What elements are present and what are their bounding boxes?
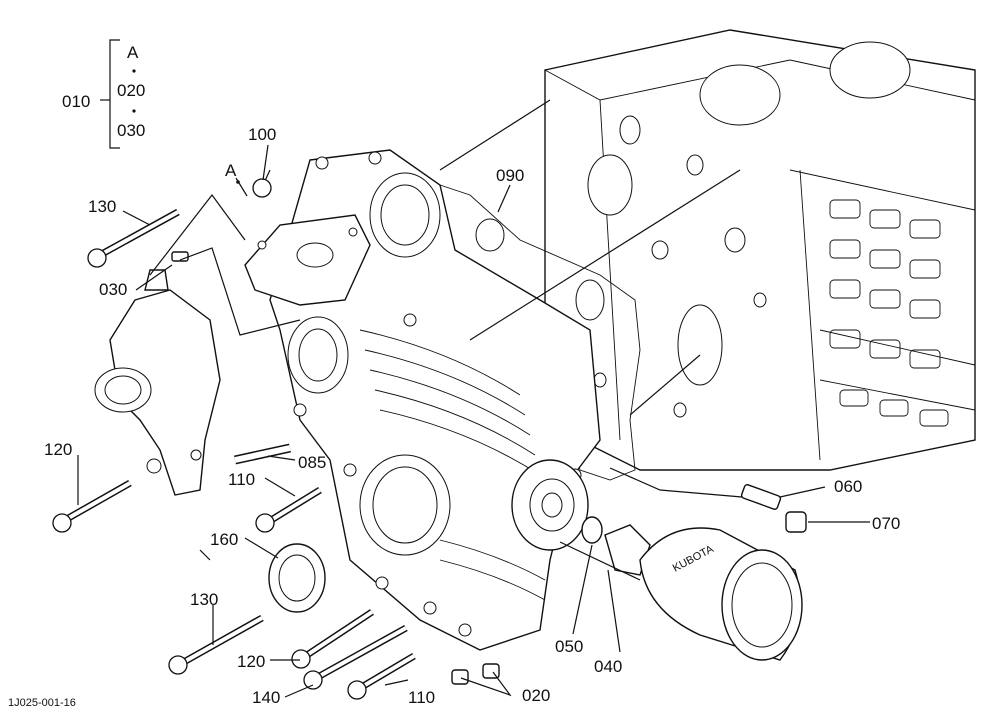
callout-120-upper: 120 <box>44 440 72 459</box>
callout-120-lower: 120 <box>237 652 265 671</box>
bolts <box>52 169 500 700</box>
callout-160: 160 <box>210 530 238 549</box>
callout-a: A <box>225 161 237 180</box>
callout-130-upper: 130 <box>88 197 116 216</box>
callout-060: 060 <box>834 477 862 496</box>
callout-100: 100 <box>248 125 276 144</box>
callout-030: 030 <box>99 280 127 299</box>
assembly-bracket: 010 A 020 030 <box>62 39 145 149</box>
callout-130-lower: 130 <box>190 590 218 609</box>
drawing-code: 1J025-001-16 <box>8 697 76 709</box>
bracket-parent-label: 010 <box>62 92 90 111</box>
bracket-member-a: A <box>127 43 139 62</box>
callout-020: 020 <box>522 686 550 705</box>
bracket-member-020: 020 <box>117 81 145 100</box>
callout-110-lower: 110 <box>408 688 435 707</box>
bracket-member-030: 030 <box>117 121 145 140</box>
oil-filter-assembly: KUBOTA <box>581 516 803 661</box>
callout-050: 050 <box>555 637 583 656</box>
relief-valve-parts <box>740 484 807 533</box>
callout-070: 070 <box>872 514 900 533</box>
callout-085: 085 <box>298 453 326 472</box>
leader-lines <box>77 99 870 698</box>
water-pump <box>94 269 221 496</box>
callout-110-upper: 110 <box>228 470 255 489</box>
cylinder-block <box>544 29 976 471</box>
callout-040: 040 <box>594 657 622 676</box>
callout-090: 090 <box>496 166 524 185</box>
thermostat-housing <box>244 214 371 306</box>
oil-seal <box>268 543 326 613</box>
callout-labels: 100 A 130 030 090 120 085 110 060 070 16… <box>44 125 900 707</box>
callout-140: 140 <box>252 688 280 707</box>
